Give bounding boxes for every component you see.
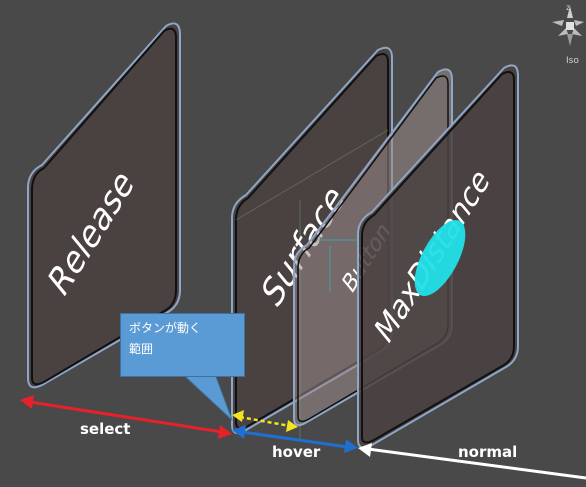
button-range-arrow [232, 410, 298, 432]
select-range-arrow [20, 395, 232, 439]
select-label: select [80, 420, 130, 438]
callout-line-1: ボタンが動く [129, 321, 202, 335]
callout-tail [173, 366, 233, 421]
finger-marker[interactable] [404, 212, 475, 303]
svg-text:z: z [566, 3, 570, 12]
hover-label: hover [272, 443, 321, 461]
callout-line-2: 範囲 [129, 342, 154, 356]
orientation-gizmo-icon[interactable]: z [544, 2, 586, 62]
normal-range-arrow [358, 443, 586, 480]
normal-label: normal [458, 443, 517, 461]
hover-range-arrow [232, 425, 358, 453]
button-range-callout: ボタンが動く 範囲 [120, 313, 245, 377]
release-panel[interactable]: Release [27, 22, 181, 389]
projection-mode-label[interactable]: Iso [566, 56, 579, 66]
